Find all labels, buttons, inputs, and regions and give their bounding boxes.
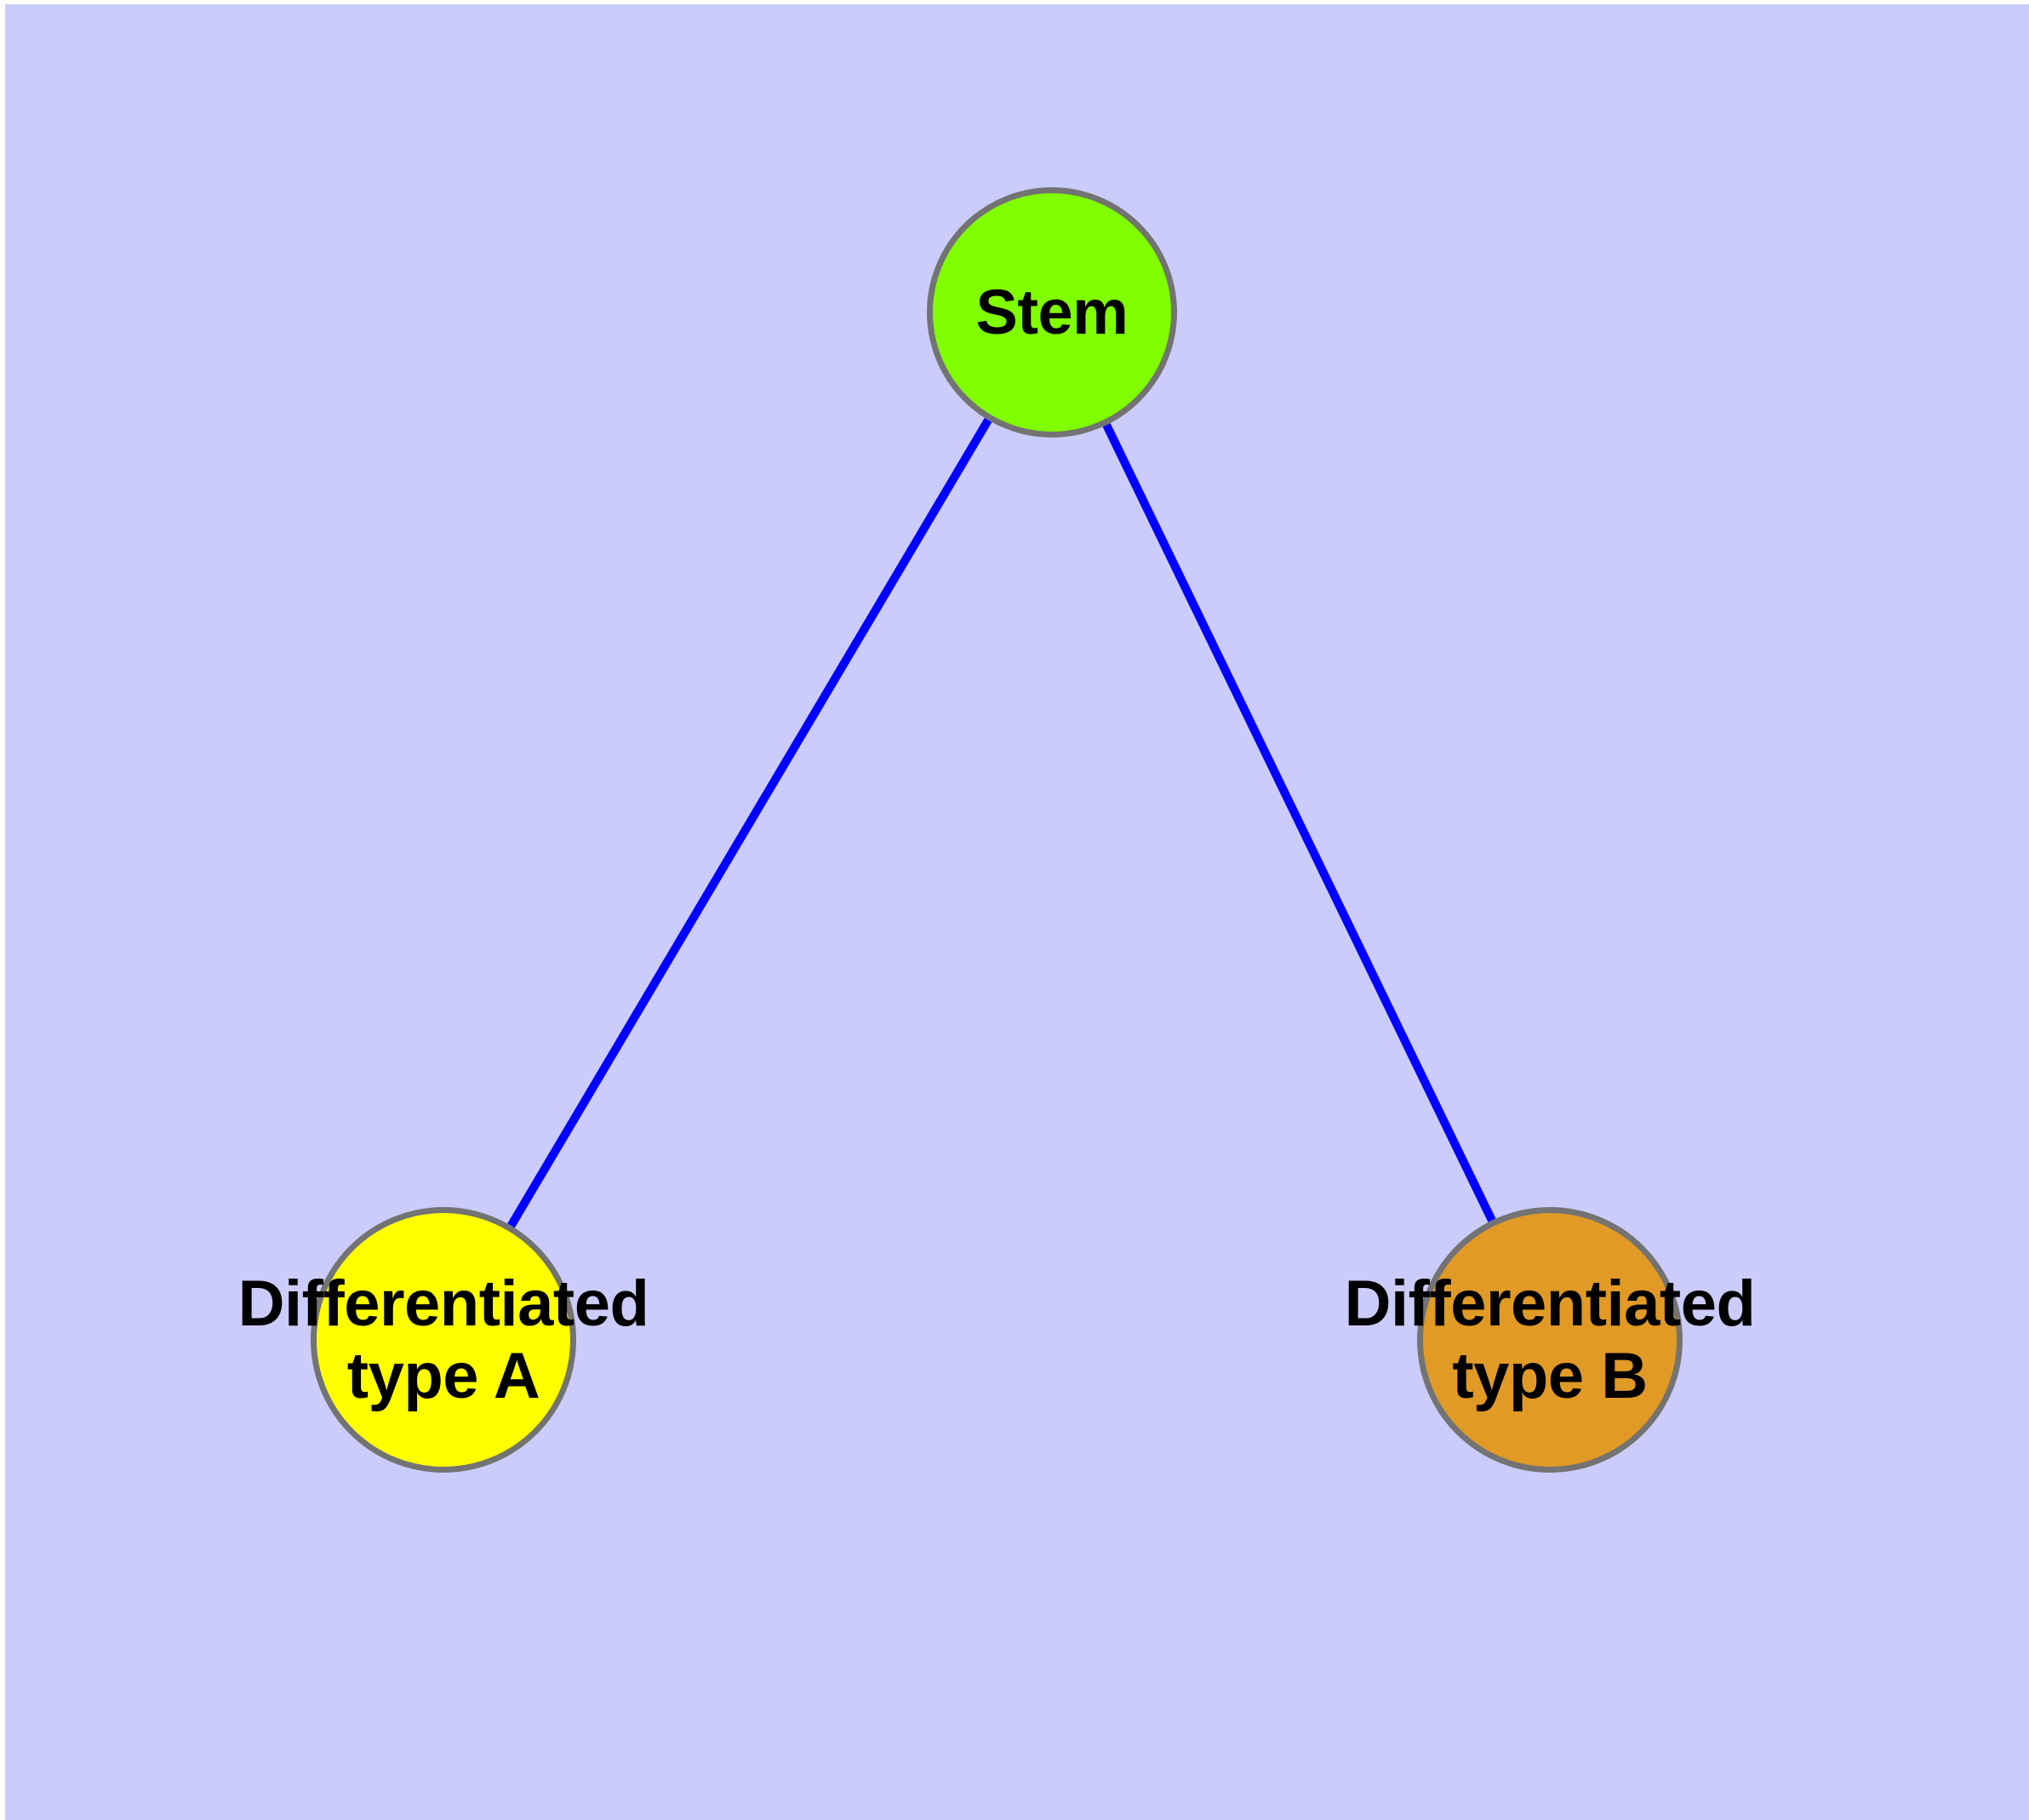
edge-stem-to-differentiated-type-b [1102, 423, 1496, 1222]
node-layer [311, 187, 1683, 1473]
edge-layer [507, 417, 1496, 1228]
node-stem[interactable] [927, 187, 1177, 438]
node-differentiated-type-b[interactable] [1417, 1207, 1683, 1473]
edge-stem-to-differentiated-type-a [507, 417, 992, 1228]
node-differentiated-type-a[interactable] [311, 1207, 576, 1473]
